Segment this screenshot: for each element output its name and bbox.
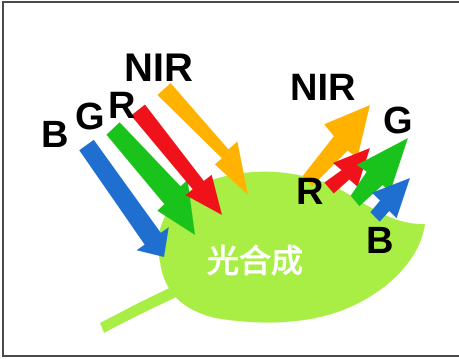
reflected-label-r: R [296, 171, 323, 213]
reflected-arrow-r [324, 148, 370, 194]
incoming-label-g: G [75, 96, 105, 138]
reflected-arrow-nir [302, 105, 370, 187]
reflected-arrow-b [370, 178, 410, 222]
incoming-labels: B G R NIR [41, 46, 193, 156]
incoming-label-r: R [108, 85, 135, 127]
incoming-label-nir: NIR [124, 46, 193, 90]
reflected-label-g: G [383, 100, 413, 142]
incoming-arrow-r [131, 104, 222, 215]
incoming-arrow-g [106, 122, 195, 235]
reflected-arrow-g [350, 138, 408, 207]
leaf-label: 光合成 [207, 242, 303, 280]
incoming-label-b: B [41, 114, 68, 156]
reflected-label-nir: NIR [290, 67, 355, 109]
leaf-stem [100, 284, 183, 333]
reflected-label-b: B [366, 220, 393, 262]
leaf: 光合成 [100, 171, 426, 333]
reflected-labels: NIR R G B [290, 67, 413, 262]
reflected-arrows [302, 105, 410, 222]
incoming-arrows [79, 83, 248, 257]
leaf-blade [158, 171, 426, 323]
incoming-arrow-b [79, 139, 169, 257]
incoming-arrow-nir [157, 83, 248, 195]
